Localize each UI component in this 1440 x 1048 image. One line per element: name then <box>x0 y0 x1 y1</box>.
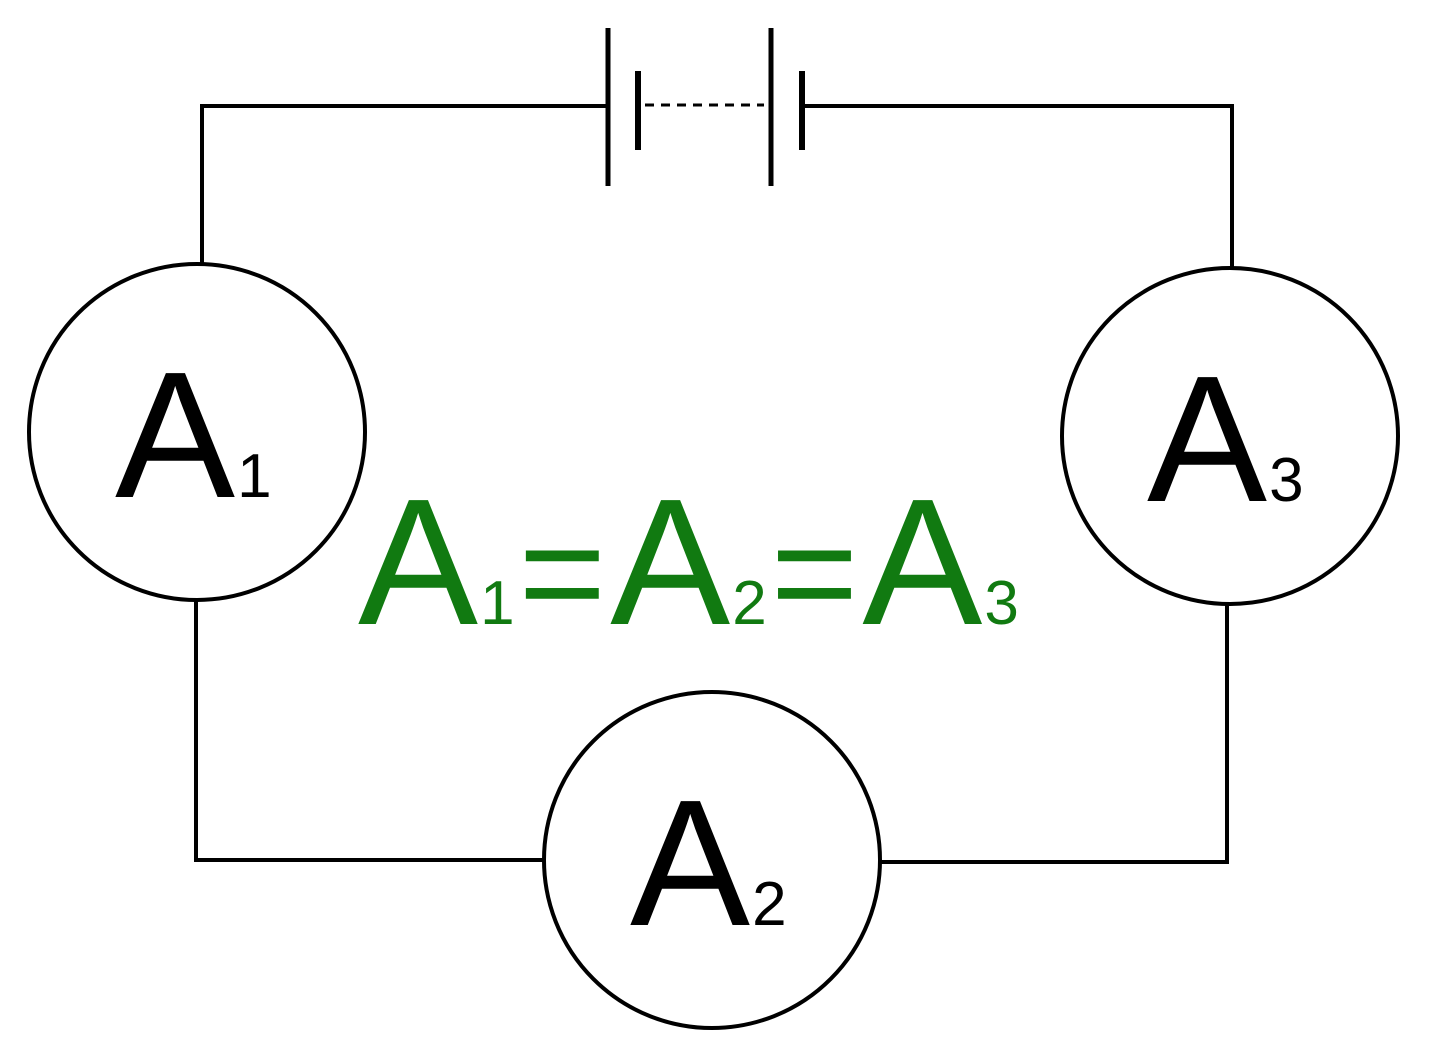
wire-bottom-left <box>194 598 548 862</box>
ammeter-a3-circle <box>1060 266 1400 606</box>
wire-top-right <box>801 104 1234 270</box>
equation-a3-subscript: 3 <box>984 569 1018 638</box>
equation-a3-letter: A <box>862 462 982 663</box>
ammeter-a3-label: A3 <box>1147 339 1304 540</box>
ammeter-a1: A1 <box>27 262 367 602</box>
equation-a2-subscript: 2 <box>732 569 766 638</box>
ammeter-a1-circle <box>27 262 367 602</box>
equation-a1-letter: A <box>358 462 478 663</box>
ammeter-a2-subscript: 2 <box>752 870 786 939</box>
ammeter-a1-letter: A <box>115 335 235 536</box>
ammeter-a3-letter: A <box>1147 339 1267 540</box>
equation-a1-subscript: 1 <box>480 569 514 638</box>
ammeter-a3-subscript: 3 <box>1269 446 1303 515</box>
ammeter-a2-letter: A <box>630 763 750 964</box>
ammeter-a1-label: A1 <box>115 335 272 536</box>
ammeter-a1-subscript: 1 <box>237 442 271 511</box>
ammeter-a3: A3 <box>1060 266 1400 606</box>
wire-top-left <box>200 104 609 266</box>
wire-bottom-right <box>876 603 1229 864</box>
ammeter-a2-circle <box>542 690 882 1030</box>
circuit-wires <box>194 104 1234 864</box>
equation-equals-1: = <box>519 488 607 656</box>
current-equality-equation: A1=A2=A3 <box>358 462 1019 663</box>
equation-equals-2: = <box>771 488 859 656</box>
ammeter-a2: A2 <box>542 690 882 1030</box>
ammeter-a2-label: A2 <box>630 763 787 964</box>
equation-a2-letter: A <box>610 462 730 663</box>
battery-icon <box>605 28 805 186</box>
